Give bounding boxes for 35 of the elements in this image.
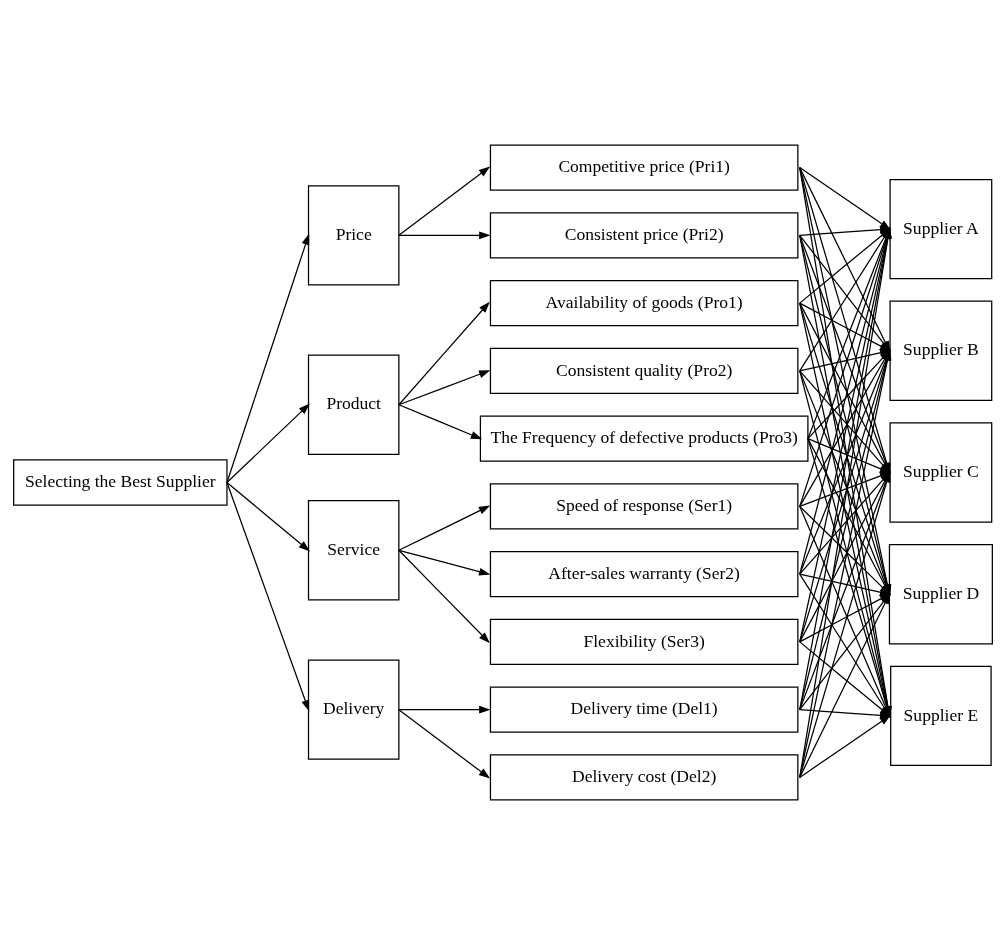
arrow bbox=[398, 705, 491, 714]
node-box: Delivery cost (Del2) bbox=[489, 753, 799, 801]
node-box: Selecting the Best Supplier bbox=[13, 458, 228, 506]
node-box: Competitive price (Pri1) bbox=[489, 143, 799, 191]
node-box: After-sales warranty (Ser2) bbox=[489, 550, 799, 597]
arrow bbox=[398, 301, 490, 405]
node-box: Supplier D bbox=[888, 543, 993, 644]
arrow bbox=[398, 230, 491, 239]
arrow bbox=[398, 549, 490, 643]
arrow bbox=[226, 402, 310, 483]
node-box: Product bbox=[307, 354, 400, 455]
node-box: Supplier A bbox=[889, 178, 993, 279]
arrow bbox=[799, 714, 891, 778]
arrow bbox=[226, 233, 310, 483]
node-box: Service bbox=[307, 499, 400, 600]
arrow bbox=[226, 481, 310, 711]
node-box: Speed of response (Ser1) bbox=[489, 482, 799, 530]
node-box: Supplier E bbox=[890, 665, 992, 766]
node-box: Flexibility (Ser3) bbox=[489, 618, 799, 665]
node-box: Consistent price (Pri2) bbox=[489, 211, 799, 259]
node-box: Delivery time (Del1) bbox=[489, 685, 799, 733]
arrow bbox=[398, 403, 483, 439]
arrow bbox=[398, 369, 491, 405]
node-box: The Frequency of defective products (Pro3) bbox=[479, 414, 809, 462]
node-box: Delivery bbox=[307, 658, 400, 760]
arrow bbox=[398, 505, 491, 551]
node-box: Supplier B bbox=[889, 300, 993, 401]
arrow bbox=[398, 549, 491, 576]
node-box: Availability of goods (Pro1) bbox=[489, 279, 799, 326]
node-box: Price bbox=[307, 184, 400, 286]
node-box: Consistent quality (Pro2) bbox=[489, 347, 799, 394]
arrow bbox=[398, 708, 491, 779]
arrow bbox=[226, 481, 310, 551]
arrow bbox=[398, 165, 491, 236]
node-box: Supplier C bbox=[889, 421, 993, 523]
